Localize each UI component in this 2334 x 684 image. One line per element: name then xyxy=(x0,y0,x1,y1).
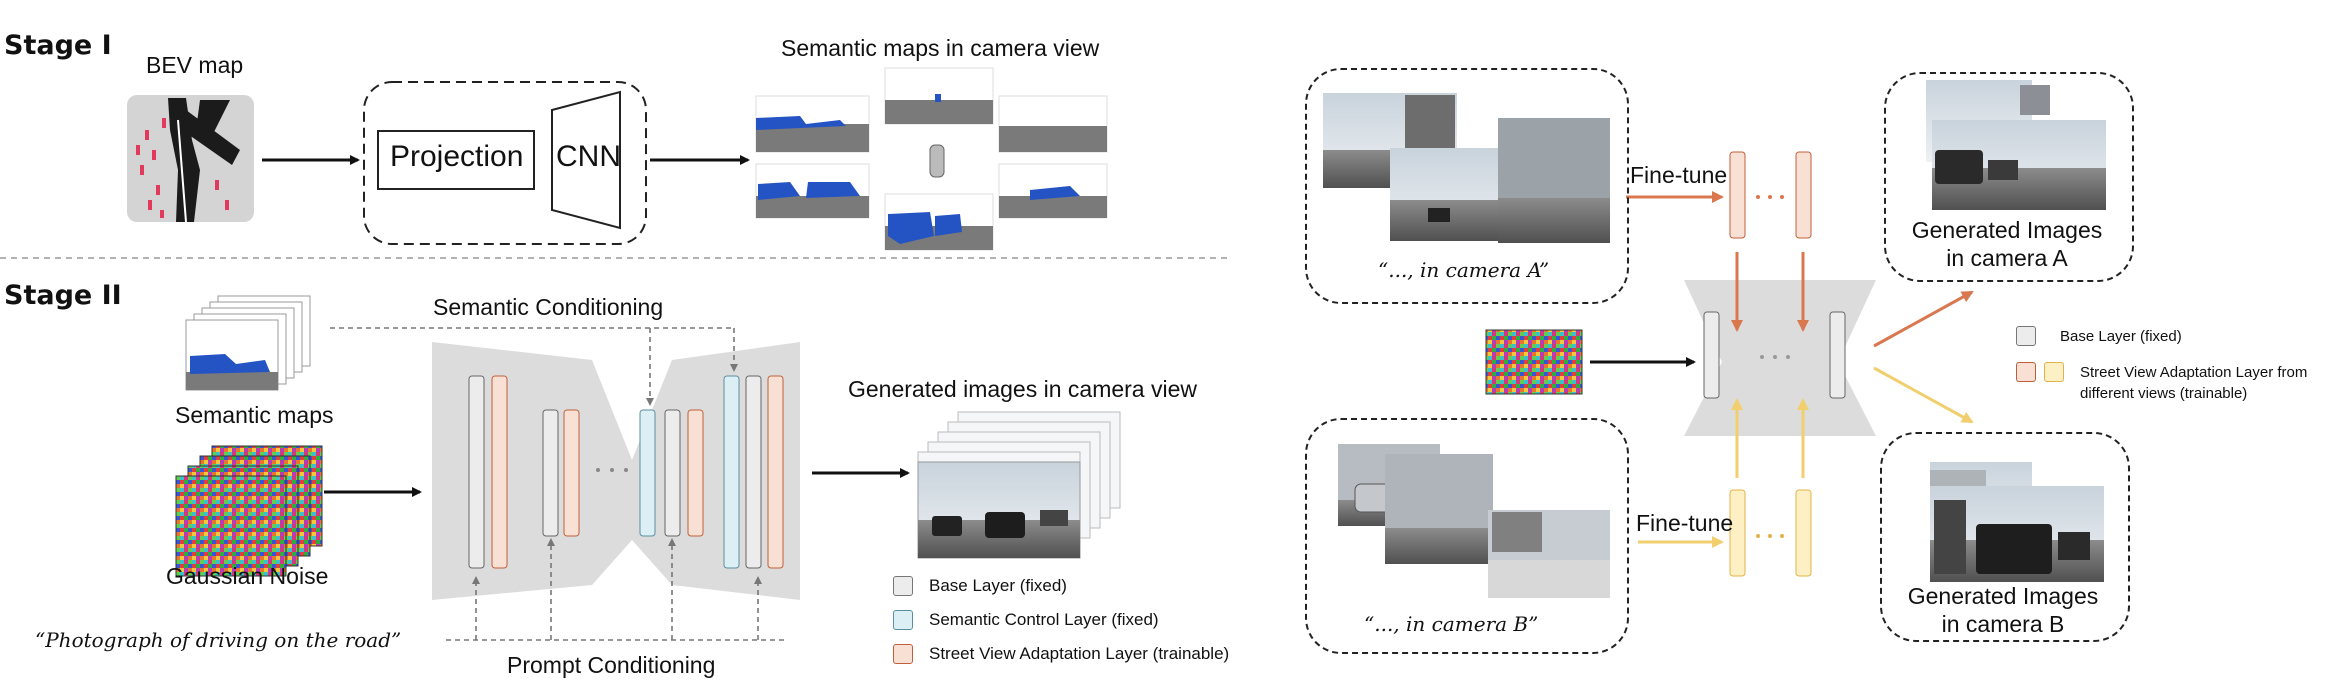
legend-label: Street View Adaptation Layer from differ… xyxy=(2080,364,2308,402)
unet-layers xyxy=(468,375,784,569)
legend-swatch-semantic xyxy=(893,610,913,630)
legend-label: Semantic Control Layer (fixed) xyxy=(929,610,1159,629)
semantic-map-tiles xyxy=(755,67,1108,251)
legend-label: Base Layer (fixed) xyxy=(2060,327,2182,345)
legend-swatch-adapt-a xyxy=(2016,362,2036,382)
right-legend: Base Layer (fixed) Street View Adaptatio… xyxy=(2016,326,2316,404)
semantic-conditioning-label: Semantic Conditioning xyxy=(433,294,664,320)
legend-swatch-base xyxy=(2016,326,2036,346)
camera-a-output-box xyxy=(1884,72,2134,282)
finetune-a-label: Fine-tune xyxy=(1630,162,1728,188)
stage-2-title: Stage II xyxy=(4,280,122,311)
unet-shape xyxy=(432,342,800,600)
generated-a-line1: Generated Images xyxy=(1911,217,2103,243)
legend-swatch-adaptation xyxy=(893,644,913,664)
legend-item: Base Layer (fixed) xyxy=(2016,326,2316,346)
caption-camera-a: “..., in camera A” xyxy=(1378,258,1550,282)
caption-camera-b: “..., in camera B” xyxy=(1364,612,1539,636)
legend-swatch-adapt-b xyxy=(2044,362,2064,382)
prompt-conditioning-label: Prompt Conditioning xyxy=(507,652,716,678)
generated-b-line1: Generated Images xyxy=(1907,583,2099,609)
right-unet-shape xyxy=(1684,280,1876,436)
gaussian-noise-cube xyxy=(175,445,323,577)
projection-box xyxy=(377,130,535,190)
camera-b-output-box xyxy=(1880,432,2130,642)
finetune-b-label: Fine-tune xyxy=(1636,510,1734,536)
encoder-dashed-box xyxy=(363,81,647,245)
generated-b-line2: in camera B xyxy=(1941,611,2065,637)
generated-images-stack xyxy=(917,411,1121,559)
semantic-conditioning-lines xyxy=(330,327,738,406)
legend-item: Street View Adaptation Layer (trainable) xyxy=(893,644,1229,664)
camera-b-input-box xyxy=(1305,418,1629,654)
projection-label: Projection xyxy=(390,140,524,173)
generated-images-title: Generated images in camera view xyxy=(848,376,1197,402)
generated-a-line2: in camera A xyxy=(1946,245,2068,271)
generated-b-label: Generated Images in camera B xyxy=(1890,582,2116,638)
semantic-maps-camera-title: Semantic maps in camera view xyxy=(781,35,1100,61)
legend-label: Street View Adaptation Layer (trainable) xyxy=(929,644,1230,663)
prompt-conditioning-lines xyxy=(446,538,788,641)
legend-item: Semantic Control Layer (fixed) xyxy=(893,610,1229,630)
generated-a-label: Generated Images in camera A xyxy=(1894,216,2120,272)
legend-label: Base Layer (fixed) xyxy=(929,576,1067,595)
semantic-maps-stack xyxy=(185,295,311,391)
stage2-legend: Base Layer (fixed) Semantic Control Laye… xyxy=(893,576,1229,664)
prompt-text: “Photograph of driving on the road” xyxy=(35,628,402,652)
camera-b-input-photos xyxy=(1338,444,1610,598)
legend-item: Base Layer (fixed) xyxy=(893,576,1229,596)
camera-b-output-photos xyxy=(1930,462,2104,582)
semantic-maps-label: Semantic maps xyxy=(175,402,334,428)
cnn-trapezoid xyxy=(551,90,621,230)
gaussian-noise-label: Gaussian Noise xyxy=(166,563,329,589)
bev-map-image xyxy=(127,95,254,223)
camera-a-input-photos xyxy=(1323,93,1610,243)
bev-map-label: BEV map xyxy=(146,52,244,78)
legend-swatch-base xyxy=(893,576,913,596)
stage-1-title: Stage I xyxy=(4,30,112,61)
cnn-label: CNN xyxy=(556,140,621,173)
camera-a-output-photos xyxy=(1926,80,2106,210)
legend-item: Street View Adaptation Layer from differ… xyxy=(2016,362,2316,404)
noise-input-right xyxy=(1485,329,1583,395)
camera-a-input-box xyxy=(1305,68,1629,304)
